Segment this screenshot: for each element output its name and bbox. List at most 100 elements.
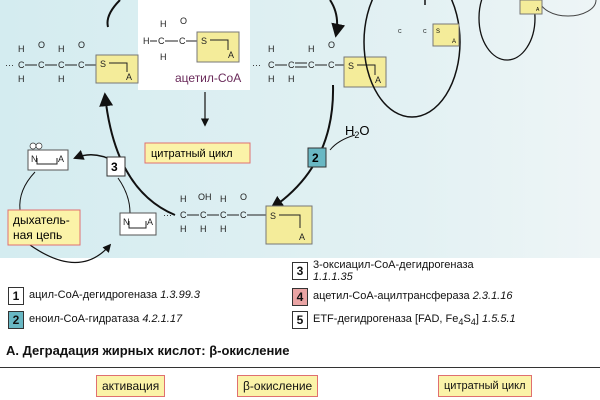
svg-text:C: C (179, 36, 186, 46)
svg-text:H: H (160, 52, 167, 62)
svg-text:C: C (158, 36, 165, 46)
svg-text:O: O (38, 40, 45, 50)
enoyl-coa-structure: ··· CHH CH CH CO (252, 40, 344, 84)
svg-text:···: ··· (5, 60, 14, 70)
water-arrow (329, 134, 356, 151)
svg-text:H: H (268, 44, 275, 54)
svg-text:H: H (220, 224, 227, 234)
acetyl-coa-label: ацетил-CoA (175, 71, 241, 85)
mitochondrion-ellipse-3 (539, 0, 597, 17)
svg-text:H: H (180, 194, 187, 204)
svg-text:S: S (270, 211, 276, 221)
phase-beta-oxidation: β-окисление (237, 375, 319, 397)
svg-text:H: H (58, 74, 65, 84)
enzyme-2-marker (307, 147, 327, 168)
svg-text:O: O (78, 40, 85, 50)
svg-text:C: C (308, 60, 315, 70)
svg-text:N: N (31, 154, 38, 164)
legend-item-1: 1 ацил-CoA-дегидрогеназа 1.3.99.3 (8, 287, 200, 305)
enzyme-name: ацетил-CoA-ацилтрансфераза (313, 290, 470, 302)
enzyme-1-marker: 1 (8, 287, 24, 305)
beta-oxidation-diagram: H H C H O C S A ацетил-CoA цитратный цик… (0, 0, 600, 264)
svg-text:H: H (143, 36, 150, 46)
enzyme-5-marker: 5 (292, 311, 308, 329)
ec-number: 1.3.99.3 (160, 289, 200, 301)
svg-text:A: A (228, 50, 234, 60)
subscript: 4 (470, 317, 476, 328)
svg-text:O: O (180, 16, 187, 26)
acetyl-coa-mini-2: A (519, 0, 543, 15)
legend-item-5: 5 ETF-дегидрогеназа [FAD, Fe4S4] 1.5.5.1 (292, 311, 516, 329)
svg-text:C: C (200, 210, 207, 220)
chain-return-arrow (29, 243, 112, 264)
ec-number: 2.3.1.16 (472, 290, 513, 302)
svg-text:C: C (423, 29, 427, 35)
svg-text:C: C (38, 60, 45, 70)
coa-group-acetyl: S A (196, 31, 240, 63)
coa-group-hydroxyacyl: S A (265, 205, 313, 245)
svg-text:C: C (398, 29, 402, 35)
mitochondrion-ellipse-1 (363, 0, 461, 118)
figure-caption: A. Деградация жирных кислот: β-окисление (6, 343, 290, 358)
enzyme-name: 3-оксиацил-CoA-дегидрогеназа (313, 259, 474, 271)
svg-text:A: A (536, 7, 540, 13)
bracket: ] (475, 313, 479, 325)
svg-text:H: H (220, 194, 227, 204)
svg-text:H: H (58, 44, 65, 54)
svg-text:A: A (126, 72, 132, 82)
svg-text:A: A (299, 232, 305, 242)
svg-text:H: H (308, 44, 315, 54)
svg-text:S: S (436, 29, 440, 35)
svg-text:O: O (328, 40, 335, 50)
svg-text:N: N (123, 217, 130, 227)
acetyl-coa-mini-1: C C S A (398, 23, 460, 47)
mitochondrion-ellipse-2 (478, 0, 536, 61)
svg-text:A: A (375, 75, 381, 85)
svg-text:H: H (18, 44, 25, 54)
svg-text:A: A (452, 39, 456, 45)
svg-text:C: C (328, 60, 335, 70)
svg-text:O: O (240, 192, 247, 202)
nadh-to-chain-line (19, 171, 36, 211)
enzyme-3-marker (106, 156, 126, 177)
svg-text:···: ··· (252, 60, 261, 70)
nad-input-line (117, 177, 131, 214)
acetyl-coa-structure: H H C H O C (143, 16, 197, 62)
svg-text:S: S (100, 59, 106, 69)
svg-text:C: C (18, 60, 25, 70)
acyl-coa-structure: ··· CHH CO CHH CO (5, 40, 96, 84)
svg-text:C: C (78, 60, 85, 70)
enzyme-4-marker: 4 (292, 288, 308, 306)
cycle-arrow-top-right (329, 0, 346, 38)
cycle-arrow-top-left (106, 0, 121, 28)
enzyme-name: еноил-CoA-гидратаза (29, 313, 140, 325)
svg-text:C: C (268, 60, 275, 70)
nad-symbol: N A (119, 212, 157, 236)
legend-item-4: 4 ацетил-CoA-ацилтрансфераза 2.3.1.16 (292, 288, 512, 306)
svg-text:···: ··· (163, 210, 172, 220)
cycle-arrow-dehydrogenation (99, 92, 176, 216)
phase-activation: активация (96, 375, 166, 397)
svg-text:S: S (348, 61, 354, 71)
phase-citrate-cycle: цитратный цикл (438, 375, 532, 397)
citrate-cycle-box (144, 142, 251, 164)
svg-text:C: C (220, 210, 227, 220)
svg-text:H: H (18, 74, 25, 84)
ec-number: 4.2.1.17 (142, 313, 183, 325)
svg-text:H: H (160, 19, 167, 29)
nadh-symbol: N A (27, 142, 69, 171)
legend-item-2: 2 еноил-CoA-гидратаза 4.2.1.17 (8, 311, 182, 329)
svg-text:H: H (200, 224, 207, 234)
coa-group-acyl: S A (95, 54, 139, 84)
divider (0, 367, 600, 368)
svg-text:C: C (58, 60, 65, 70)
citrate-cycle-label: цитратный цикл (151, 148, 233, 160)
svg-text:A: A (58, 154, 64, 164)
respiratory-chain-label-1: дыхатель- (13, 213, 70, 227)
ec-number: 1.1.1.35 (313, 271, 353, 283)
svg-text:A: A (147, 217, 153, 227)
water-label: H2O (345, 123, 370, 140)
enzyme-2-marker: 2 (8, 311, 24, 329)
